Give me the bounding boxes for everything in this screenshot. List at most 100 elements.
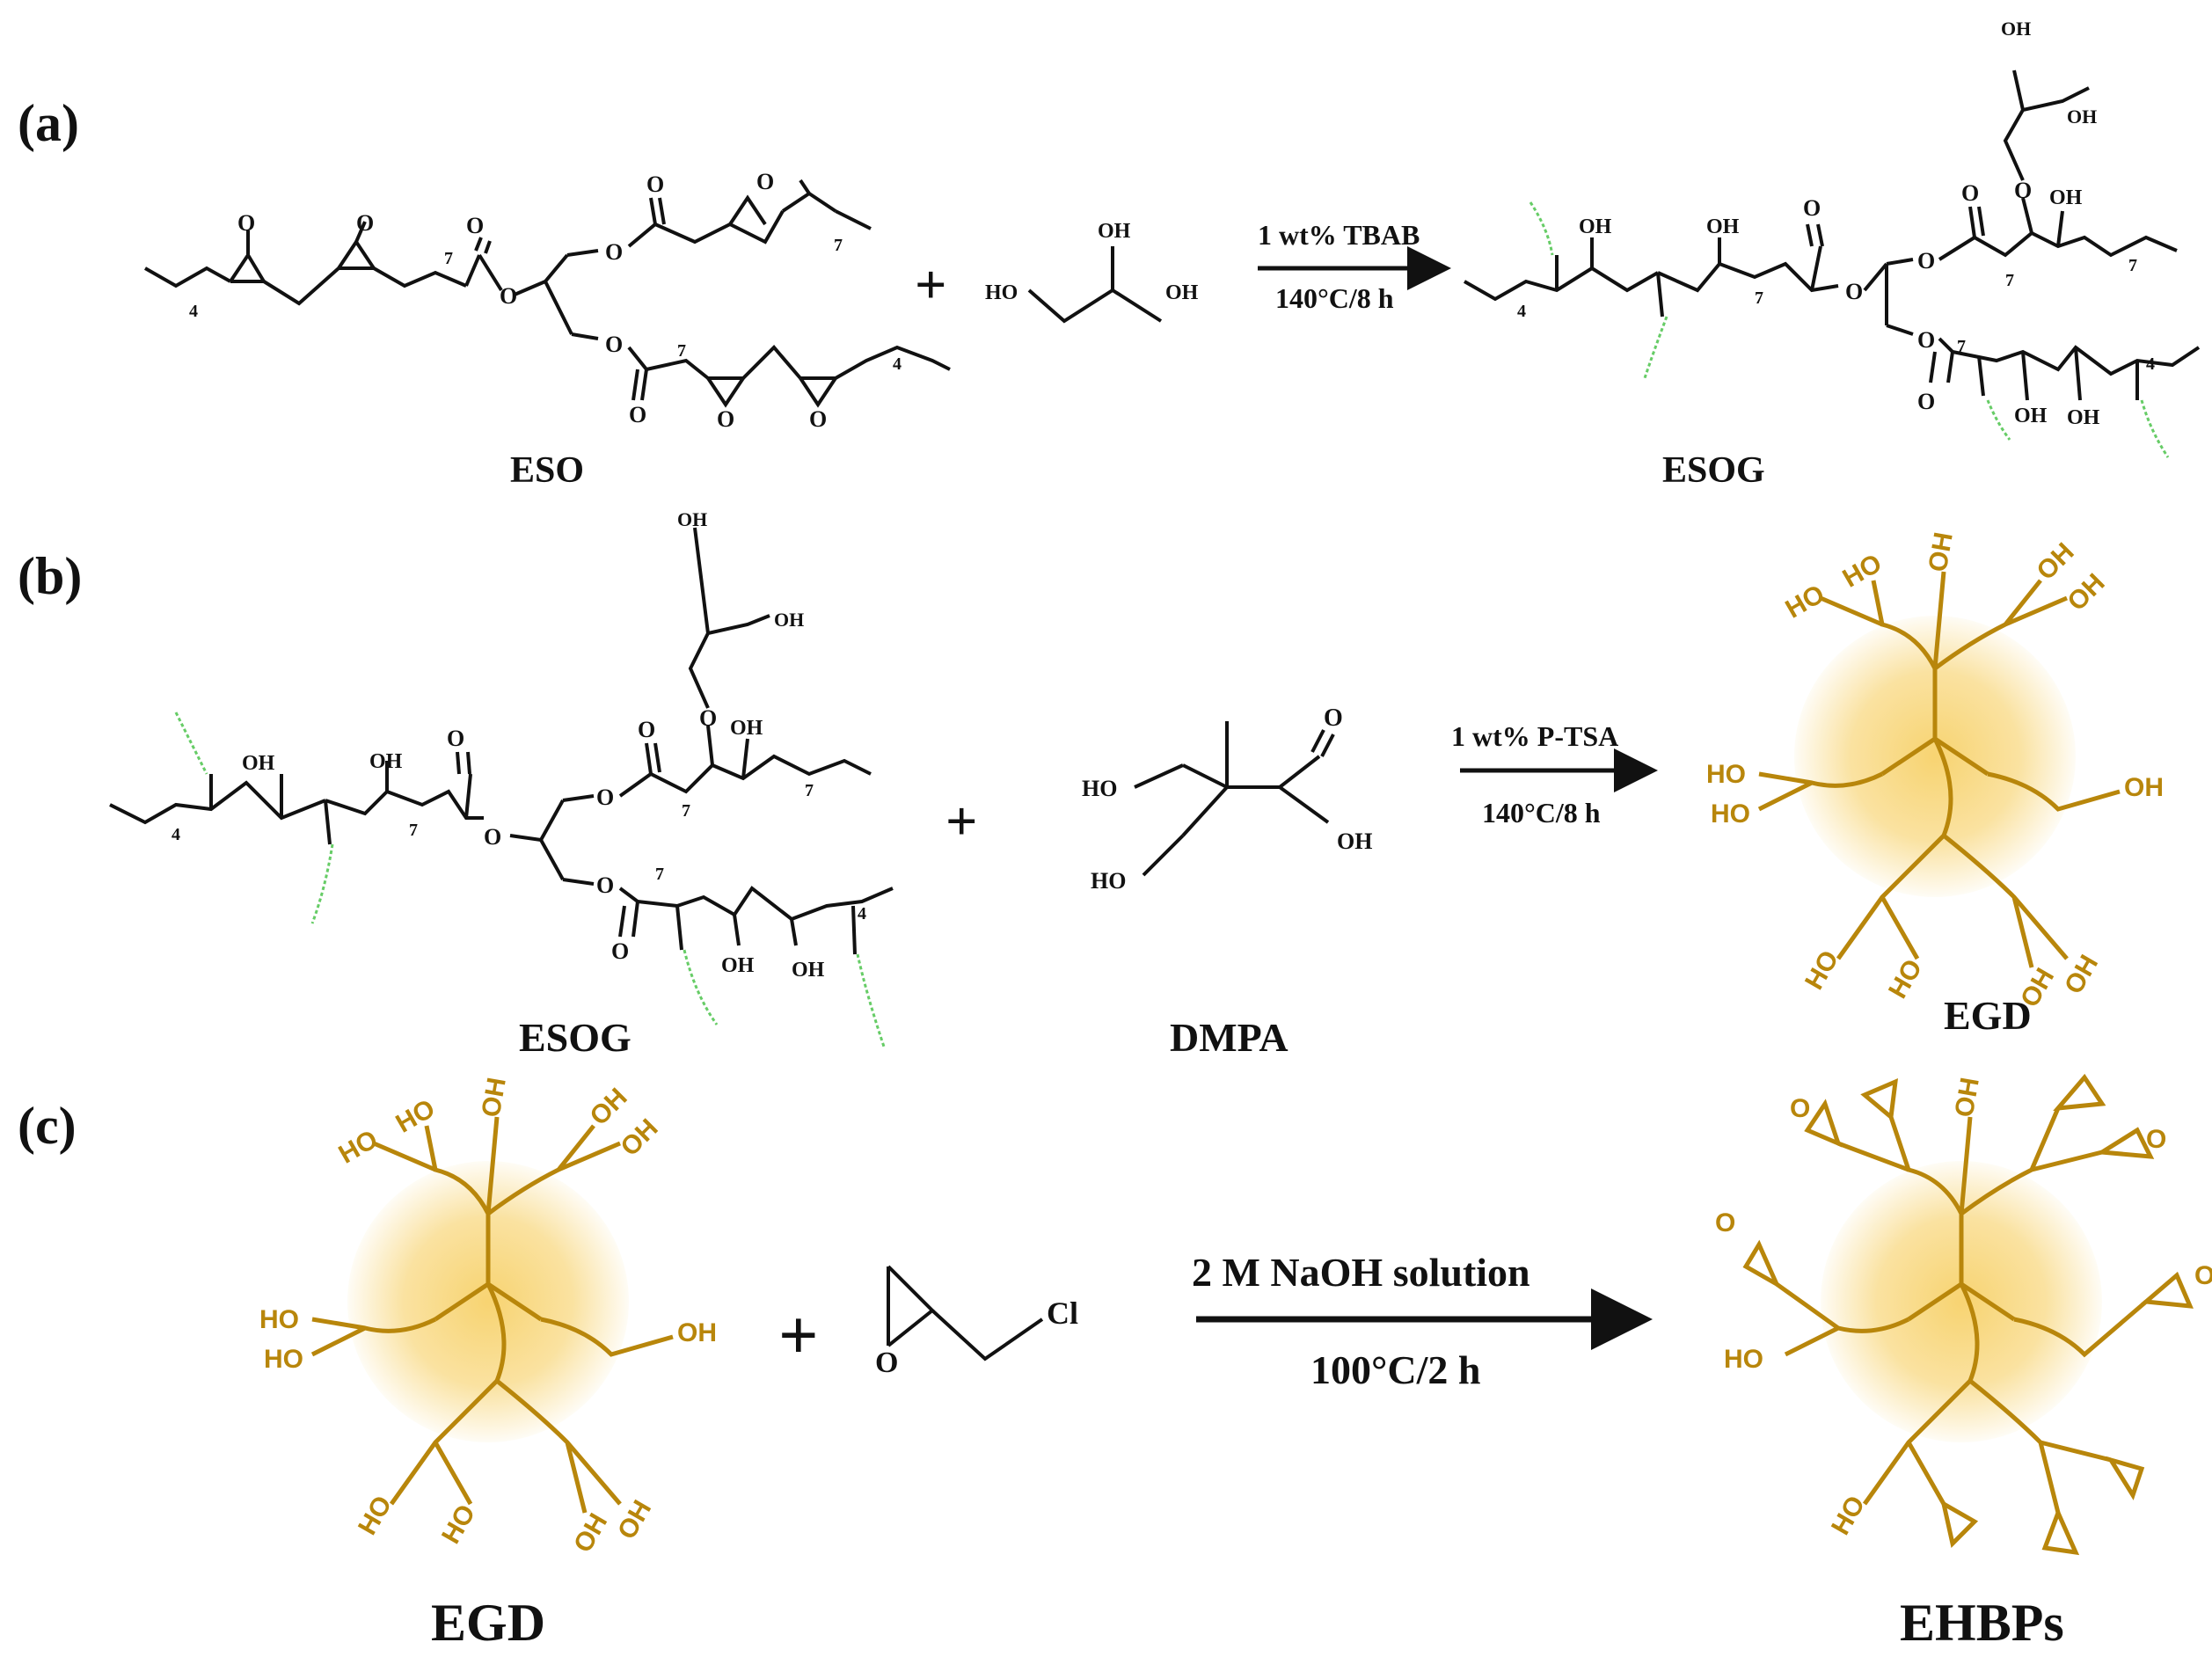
egd-c-oh5: OH	[568, 1508, 613, 1557]
plus-a: +	[915, 253, 946, 316]
pa-n7a: 7	[1755, 288, 1763, 308]
egd-b-ho2: HO	[1781, 580, 1829, 624]
egd-dendrimer-b: OH HO HO OH OH HO HO OH HO HO OH OH	[1706, 530, 2164, 1012]
egd-dendrimer-c: OH HO HO OH OH HO HO OH HO HO OH OH	[259, 1076, 717, 1558]
plus-b: +	[945, 790, 977, 852]
pa-n7b: 7	[2005, 271, 2014, 290]
panel-b: (b)	[18, 508, 2164, 1060]
egd-c-ho3: HO	[259, 1305, 299, 1334]
arrow-b-bottom: 140°C/8 h	[1482, 797, 1601, 828]
egd-b-oh1: OH	[1924, 530, 1959, 574]
arrow-c-bottom: 100°C/2 h	[1310, 1347, 1480, 1392]
egd-c-ho5: HO	[353, 1491, 398, 1539]
esog-product-structure	[1464, 69, 2201, 401]
pa-o-top: O	[1917, 248, 1935, 274]
egd-c-ho1: HO	[391, 1094, 440, 1139]
egd-b-ho6: HO	[1883, 954, 1928, 1003]
panel-a-tag: (a)	[18, 94, 79, 152]
egd-c-oh2: OH	[585, 1083, 633, 1131]
pb-o-carb: O	[447, 726, 464, 751]
epi-cl: Cl	[1047, 1296, 1078, 1331]
ehbp-o3: O	[2194, 1261, 2212, 1290]
ehbp-o4: O	[2146, 1125, 2166, 1154]
pa-n4b: 4	[2146, 354, 2155, 374]
ehbp-ho-bottom: HO	[1826, 1491, 1871, 1539]
eso-o1: O	[237, 210, 255, 236]
esog-product-atoms: 4 OH OH 7 O O O O O 7 O OH OH OH 7 O 7 O…	[1517, 18, 2155, 429]
ehbp-o1: O	[1790, 1094, 1810, 1123]
epichlorohydrin-structure	[887, 1265, 1044, 1361]
eso-o-epox-b1: O	[717, 406, 734, 432]
pa-oh5: OH	[2067, 406, 2100, 429]
pa-oh2: OH	[1706, 215, 1740, 238]
egd-c-ho6: HO	[436, 1500, 481, 1548]
ehbps-label: EHBPs	[1900, 1594, 2064, 1652]
egd-c-ho2: HO	[334, 1125, 383, 1170]
ehbps-dendrimer: OH HO HO O O O O	[1715, 1073, 2212, 1556]
pa-oh1: OH	[1579, 215, 1612, 238]
eso-structure	[144, 179, 951, 408]
egd-c-oh1: OH	[477, 1076, 512, 1120]
eso-label: ESO	[510, 450, 584, 491]
egd-c-ho4: HO	[264, 1345, 303, 1374]
eso-n7-bot: 7	[677, 341, 686, 361]
egd-b-ho5: HO	[1800, 945, 1844, 994]
egd-b-ho3: HO	[1706, 760, 1746, 789]
arrow-b-top: 1 wt% P-TSA	[1451, 720, 1618, 752]
eso-n4: 4	[189, 302, 198, 321]
eso-n7: 7	[444, 249, 453, 268]
panel-c: (c) OH HO HO OH OH HO HO	[18, 1073, 2212, 1652]
pa-o-ester: O	[1845, 279, 1863, 304]
pb-n7d: 7	[655, 865, 664, 884]
pb-n4b: 4	[858, 904, 866, 923]
pb-o-bot-carb: O	[611, 938, 629, 964]
pa-n4: 4	[1517, 302, 1526, 321]
dmpa-structure	[1134, 721, 1335, 877]
pb-oh4: OH	[721, 954, 755, 977]
dmpa-ho1: HO	[1082, 776, 1117, 801]
glycerol-structure	[1027, 246, 1163, 324]
pa-o-top-carb: O	[1961, 180, 1979, 206]
pb-oh-glyc1: OH	[677, 508, 707, 530]
glycerol-ho: HO	[985, 281, 1018, 304]
pa-n7c: 7	[2128, 256, 2137, 275]
eso-o-top-carbonyl: O	[646, 172, 664, 197]
ehbp-oh-top: OH	[1950, 1076, 1985, 1120]
egd-c-oh3: OH	[616, 1113, 664, 1162]
esog-product-ticks	[1529, 201, 2170, 458]
arrow-a-bottom: 140°C/8 h	[1275, 282, 1394, 314]
egd-c-oh4: OH	[677, 1318, 717, 1347]
dmpa-o: O	[1324, 704, 1343, 732]
eso-atoms: O O 4 7 O O O O O O 7 O 7 O O 4	[189, 169, 902, 432]
pb-oh-glyc2: OH	[774, 609, 804, 631]
arrow-a-top: 1 wt% TBAB	[1258, 219, 1420, 251]
eso-o-epox-b2: O	[809, 406, 827, 432]
ehbp-ho-left: HO	[1724, 1345, 1763, 1374]
eso-o-bot: O	[605, 332, 623, 357]
esog-structure-b	[109, 527, 894, 955]
epi-o: O	[875, 1347, 898, 1379]
eso-o-top: O	[605, 239, 623, 265]
pa-oh4: OH	[2014, 405, 2048, 427]
plus-c: +	[778, 1297, 819, 1375]
eso-n4-bot: 4	[893, 354, 902, 374]
esog-b-ticks	[174, 712, 886, 1047]
egd-b-ho1: HO	[1838, 549, 1887, 594]
pb-oh1: OH	[242, 752, 275, 775]
pa-o-bot: O	[1917, 327, 1935, 353]
pa-o-bot-carb: O	[1917, 389, 1935, 414]
pb-n4: 4	[172, 825, 180, 844]
pb-n7c: 7	[805, 781, 814, 800]
eso-o-bot-carbonyl: O	[629, 402, 646, 427]
glycerol-oh: OH	[1165, 281, 1199, 304]
pb-oh2: OH	[369, 750, 403, 773]
pa-o-carb: O	[1803, 195, 1821, 221]
esog-b-atoms: 4 OH OH 7 O O O O O 7 O OH OH OH 7 O 7 O…	[172, 508, 866, 982]
esog-label-a: ESOG	[1662, 450, 1765, 491]
panel-b-tag: (b)	[18, 547, 82, 605]
egd-b-oh3: OH	[2062, 568, 2111, 617]
egd-b-oh4: OH	[2124, 773, 2164, 802]
pb-o-ether: O	[699, 705, 717, 731]
panel-a: (a)	[18, 18, 2201, 491]
